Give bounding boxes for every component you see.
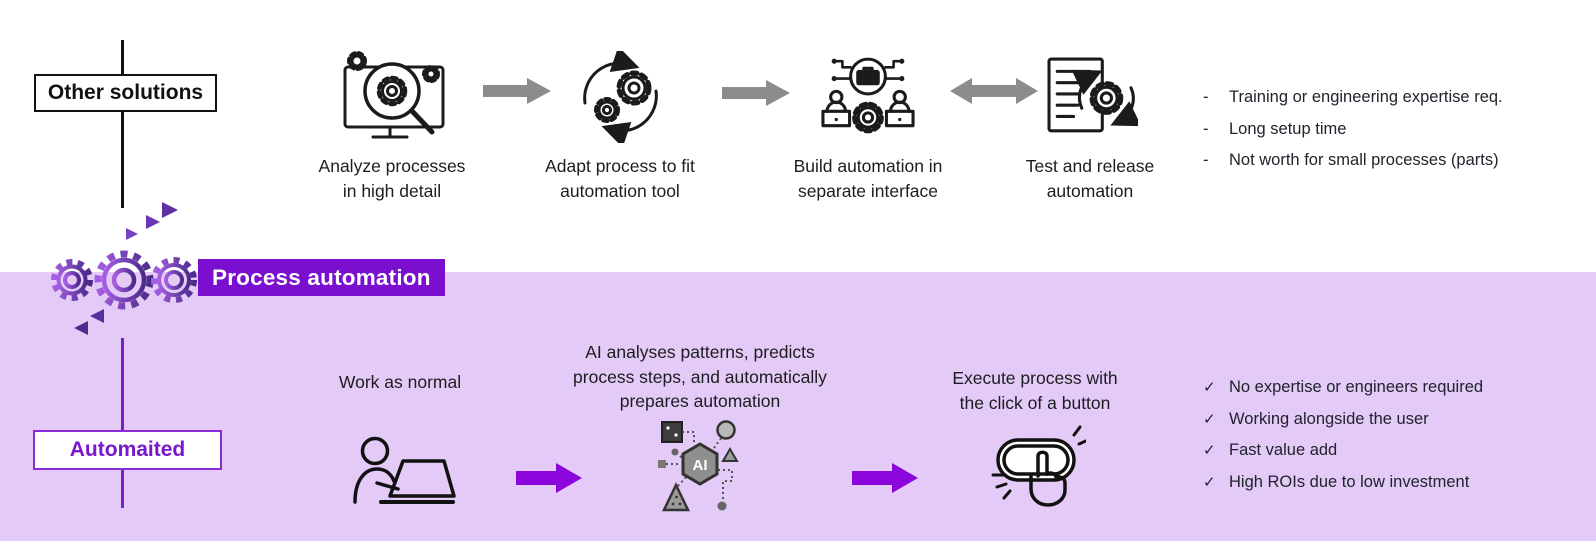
- other-solutions-box: Other solutions: [34, 74, 217, 112]
- test-release-icon: [1042, 44, 1138, 150]
- process-automation-band: [0, 272, 1596, 541]
- ai-analysis-icon: AI: [656, 418, 744, 514]
- list-item: ✓ Fast value add: [1203, 435, 1483, 467]
- step-label: Execute process with the click of a butt…: [952, 368, 1118, 413]
- process-automation-banner: Process automation: [198, 259, 445, 296]
- step-label: Work as normal: [338, 372, 462, 392]
- svg-text:AI: AI: [693, 457, 708, 474]
- timeline-segment: [121, 470, 124, 508]
- cons-list: - Training or engineering expertise req.…: [1203, 82, 1503, 177]
- step-label: Analyze processes in high detail: [318, 156, 466, 201]
- right-arrow-icon: [722, 80, 790, 106]
- automaited-label: Automaited: [69, 438, 186, 461]
- step-label: Build automation in separate interface: [793, 156, 943, 201]
- analyze-processes-icon: [335, 44, 450, 150]
- list-item: - Long setup time: [1203, 114, 1503, 146]
- step-build: Build automation in separate interface: [758, 44, 978, 203]
- click-button-icon: [986, 418, 1086, 510]
- double-arrow-icon: [950, 76, 1038, 106]
- list-item: - Not worth for small processes (parts): [1203, 145, 1503, 177]
- check-bullet-icon: ✓: [1203, 379, 1216, 396]
- right-arrow-icon: [516, 463, 582, 493]
- gears-flow-icon: [42, 200, 202, 345]
- list-item: - Training or engineering expertise req.: [1203, 82, 1503, 114]
- right-arrow-icon: [852, 463, 918, 493]
- build-automation-icon: [818, 44, 918, 150]
- automaited-box: Automaited: [33, 430, 222, 470]
- list-item: ✓ High ROIs due to low investment: [1203, 467, 1483, 499]
- timeline-segment: [121, 40, 124, 74]
- adapt-process-icon: [573, 44, 668, 150]
- check-bullet-icon: ✓: [1203, 442, 1216, 460]
- step-label: Adapt process to fit automation tool: [545, 156, 695, 201]
- dash-bullet-icon: -: [1203, 151, 1209, 170]
- dash-bullet-icon: -: [1203, 88, 1209, 106]
- timeline-segment: [121, 112, 124, 208]
- right-arrow-icon: [483, 78, 551, 104]
- step-adapt: Adapt process to fit automation tool: [510, 44, 730, 203]
- step-label: Test and release automation: [1025, 156, 1155, 201]
- pros-list: ✓ No expertise or engineers required ✓ W…: [1203, 372, 1483, 498]
- check-bullet-icon: ✓: [1203, 473, 1216, 491]
- timeline-segment: [121, 338, 124, 430]
- other-solutions-label: Other solutions: [47, 81, 204, 104]
- dash-bullet-icon: -: [1203, 119, 1209, 138]
- step-label: AI analyses patterns, predicts process s…: [573, 342, 827, 411]
- step-analyze: Analyze processes in high detail: [282, 44, 502, 203]
- work-as-normal-icon: [341, 436, 457, 512]
- list-item: ✓ No expertise or engineers required: [1203, 372, 1483, 404]
- step-test: Test and release automation: [980, 44, 1200, 203]
- list-item: ✓ Working alongside the user: [1203, 404, 1483, 436]
- check-bullet-icon: ✓: [1203, 410, 1216, 428]
